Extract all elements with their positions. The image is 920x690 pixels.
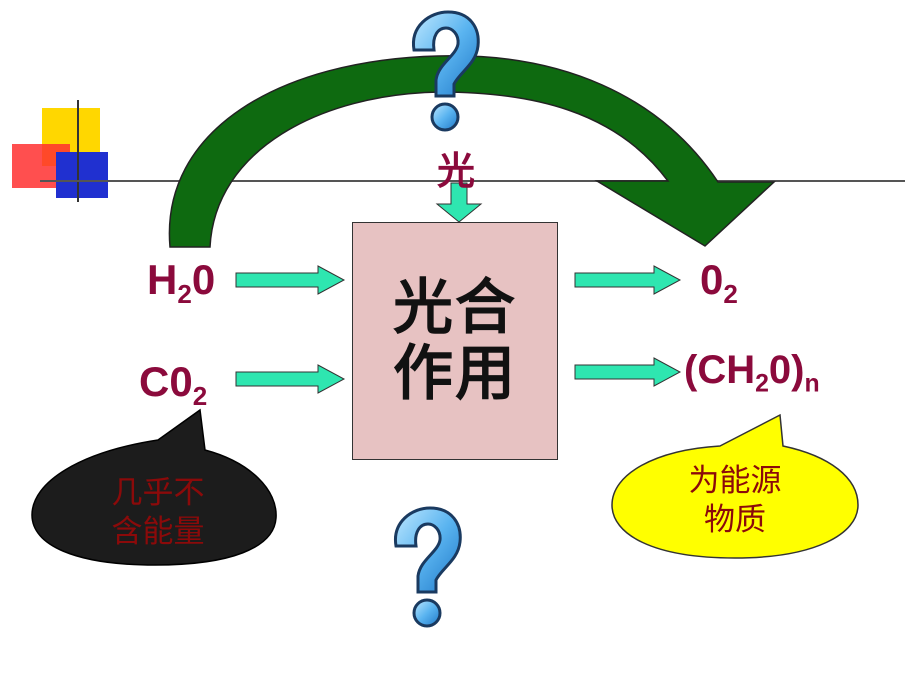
- photosynthesis-box: 光合 作用: [352, 222, 558, 460]
- water-main: H: [147, 256, 178, 303]
- ch2o-label: (CH20)n: [684, 348, 820, 399]
- co2-sub: 2: [192, 381, 208, 412]
- left-bubble-line-1: 几乎不: [111, 475, 205, 511]
- process-line-2: 作用: [393, 339, 517, 409]
- left-bubble-text: 几乎不 含能量: [88, 474, 228, 552]
- ch2o-c: 0): [768, 348, 805, 392]
- water-arrow: [235, 265, 346, 295]
- ch2o-n: n: [804, 370, 820, 398]
- o2-label: 02: [700, 256, 738, 310]
- co2-main: C0: [139, 358, 193, 405]
- left-bubble-line-2: 含能量: [111, 513, 205, 550]
- co2-arrow: [235, 364, 346, 394]
- light-arrow: [435, 182, 483, 223]
- ch2o-b: 2: [755, 370, 769, 398]
- water-sub: 2: [177, 279, 192, 310]
- o2-sub: 2: [723, 279, 738, 310]
- right-bubble-line-1: 为能源: [688, 463, 782, 499]
- ch2o-arrow: [574, 357, 682, 387]
- right-bubble-line-2: 物质: [704, 501, 766, 538]
- light-label: 光: [437, 149, 476, 193]
- curved-arrow: [168, 55, 776, 248]
- water-tail: 0: [191, 256, 216, 303]
- o2-main: 0: [700, 256, 724, 303]
- co2-label: C02: [139, 358, 207, 412]
- left-speech-bubble: [31, 408, 277, 566]
- o2-arrow: [574, 265, 682, 295]
- ch2o-a: (CH: [684, 348, 756, 392]
- water-label: H20: [147, 256, 215, 310]
- right-speech-bubble: [611, 413, 859, 559]
- right-bubble-text: 为能源 物质: [665, 462, 805, 540]
- process-line-1: 光合: [393, 273, 517, 343]
- question-mark-icon: [412, 10, 480, 132]
- question-mark-icon: [394, 506, 462, 628]
